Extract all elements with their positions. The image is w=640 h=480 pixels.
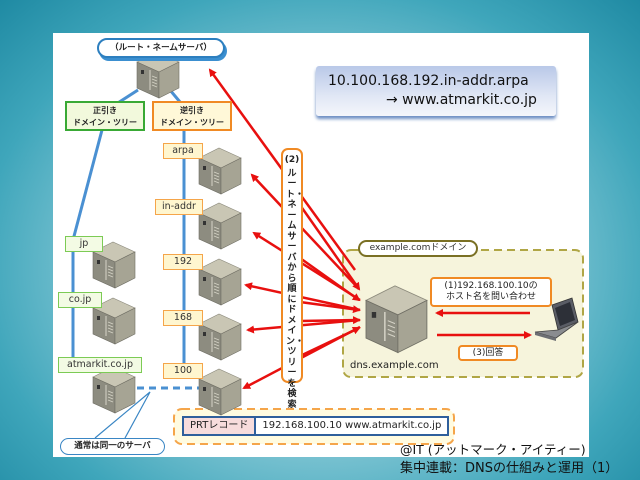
node-atmarkit: atmarkit.co.jp [58,357,142,373]
step2-text: ルート・ネームサーバから順にドメイン・ツリーを検索 [286,168,305,410]
arrow-from-100 [299,326,361,358]
step2-label: (2) ルート・ネームサーバから順にドメイン・ツリーを検索 [281,148,304,410]
arrow-to-arpa [250,173,360,290]
prt-record: PRTレコード 192.168.100.10 www.atmarkit.co.j… [182,416,450,436]
caption-series: 集中連載：DNSの仕組みと運用（1） [400,461,619,476]
search-arrows [208,68,532,390]
node-arpa: arpa [163,143,203,159]
arrow-to-168 [246,318,361,334]
note-callout-tail [94,391,151,439]
node-192: 192 [163,254,203,270]
forward-tree-line1: 正引き [93,106,117,115]
arrow-to-192 [244,282,361,312]
same-server-note: 通常は同一のサーバ [60,438,165,455]
arrow-from-arpa [298,204,361,291]
reverse-tree-label: 逆引き ドメイン・ツリー [152,101,232,131]
step2-number: (2) [284,155,300,165]
query-name-box: 10.100.168.192.in-addr.arpa → www.atmark… [316,66,556,116]
dns-server-icon [365,285,428,354]
prt-record-value: 192.168.100.10 www.atmarkit.co.jp [262,420,442,431]
server-192-icon [198,258,242,306]
root-server-label: （ルート・ネームサーバ） [97,38,225,58]
step1-line1: (1)192.168.100.10の [444,281,538,291]
step3-label: (3)回答 [458,345,518,361]
query-line2: → www.atmarkit.co.jp [386,92,537,108]
node-co-jp: co.jp [58,292,102,308]
server-100-icon [198,368,242,416]
prt-record-key: PRTレコード [184,418,257,434]
forward-tree-label: 正引き ドメイン・ツリー [65,101,145,131]
node-100: 100 [163,363,203,379]
query-line1: 10.100.168.192.in-addr.arpa [328,73,529,89]
arrow-from-in-addr [299,256,361,302]
caption-source: @IT (アットマーク・アイティー) [400,442,586,457]
dns-server-name: dns.example.com [350,360,439,371]
node-jp: jp [65,236,103,252]
reverse-tree-line2: ドメイン・ツリー [160,118,224,127]
root-server-icon [136,51,180,99]
server-arpa-icon [198,147,242,195]
step1-line2: ホスト名を問い合わせ [445,292,536,302]
server-168-icon [198,313,242,361]
domain-tag: example.comドメイン [358,240,478,257]
server-in-addr-icon [198,202,242,250]
step1-label: (1)192.168.100.10の ホスト名を問い合わせ [430,277,552,307]
arrow-from-192 [299,300,361,314]
reverse-tree-line1: 逆引き [180,106,204,115]
arrow-from-168 [299,316,361,325]
forward-tree-line2: ドメイン・ツリー [73,118,137,127]
node-168: 168 [163,310,203,326]
forward-branch-line [71,129,104,241]
node-in-addr: in-addr [155,199,203,215]
laptop-icon [534,297,579,341]
server-atmarkit-icon [92,366,136,414]
